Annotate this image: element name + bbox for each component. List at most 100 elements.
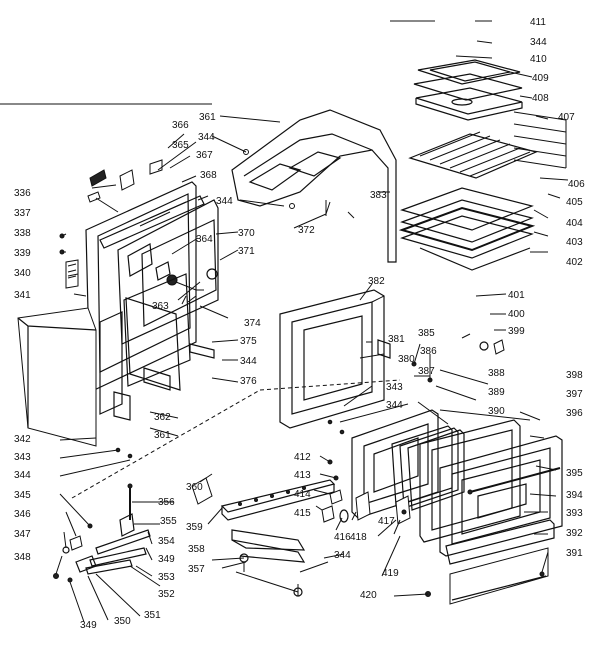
label-391: 391 [566, 548, 583, 559]
kick-panel-393 [445, 519, 555, 565]
broiler-pan-vent [451, 98, 473, 106]
label-351: 351 [144, 610, 161, 621]
label-407: 407 [558, 112, 575, 123]
broiler-pan-side [415, 98, 523, 121]
label-344: 344 [530, 37, 547, 48]
oven-door-394-glass [477, 483, 527, 519]
oven-rack-wires [419, 131, 531, 177]
label-366: 366 [172, 120, 189, 131]
screw-344-door [339, 429, 345, 435]
clip-337 [87, 191, 101, 203]
label-408: 408 [532, 93, 549, 104]
door-glass-388 [399, 427, 459, 509]
label-410: 410 [530, 54, 547, 65]
screw-349 [67, 577, 73, 583]
hinge-arm-354 [95, 529, 151, 555]
broiler-drawer-358-front [231, 539, 306, 563]
label-352: 352 [158, 589, 175, 600]
clip-414 [329, 489, 343, 505]
label-388: 388 [488, 368, 505, 379]
label-383: 383 [370, 190, 387, 201]
label-392: 392 [566, 528, 583, 539]
label-350: 350 [114, 616, 131, 627]
washer-400 [479, 341, 489, 351]
rear-panel-368 [117, 199, 219, 345]
screw-372 [347, 211, 355, 219]
label-413: 413 [294, 470, 311, 481]
clip-399 [493, 339, 505, 355]
label-370: 370 [238, 228, 255, 239]
label-412: 412 [294, 452, 311, 463]
top-panel-ridge [243, 133, 373, 177]
label-343: 343 [386, 382, 403, 393]
label-401: 401 [508, 290, 525, 301]
oven-door-394 [439, 435, 563, 557]
label-399: 399 [508, 326, 525, 337]
label-385: 385 [418, 328, 435, 339]
label-376: 376 [240, 376, 257, 387]
label-415: 415 [294, 508, 311, 519]
oven-bottom-liner [400, 199, 534, 243]
label-345: 345 [14, 490, 31, 501]
side-panel-342 [17, 307, 97, 447]
door-frame-382 [279, 289, 385, 429]
plate-350 [75, 555, 97, 573]
label-340: 340 [14, 268, 31, 279]
oven-bottom-tray [398, 206, 536, 252]
roller-416 [339, 509, 349, 523]
door-handle-395 [469, 467, 561, 493]
label-341: 341 [14, 290, 31, 301]
label-344: 344 [14, 470, 31, 481]
label-349: 349 [158, 554, 175, 565]
bracket-362 [113, 391, 131, 421]
panel-376 [143, 367, 171, 391]
label-414: 414 [294, 489, 311, 500]
clip-372 [325, 200, 331, 216]
rear-panel-368-inner [141, 219, 217, 327]
label-382: 382 [368, 276, 385, 287]
label-359: 359 [186, 522, 203, 533]
component-364 [127, 243, 153, 277]
component-363 [177, 281, 201, 305]
label-338: 338 [14, 228, 31, 239]
oven-door-394-window [461, 459, 541, 535]
side-bracket [99, 311, 123, 415]
clip-375 [189, 343, 215, 359]
insulation-374 [123, 273, 191, 387]
oven-door-394-frame [451, 447, 551, 545]
left-side-assembly [17, 159, 401, 499]
label-344: 344 [198, 132, 215, 143]
broiler-grid [417, 59, 521, 85]
label-342: 342 [14, 434, 31, 445]
label-343: 343 [14, 452, 31, 463]
label-355: 355 [160, 516, 177, 527]
label-375: 375 [240, 336, 257, 347]
label-353: 353 [158, 572, 175, 583]
label-347: 347 [14, 529, 31, 540]
label-417: 417 [378, 516, 395, 527]
door-handle-end [467, 489, 473, 495]
component-370 [155, 261, 171, 281]
side-panel-341-inner [97, 193, 191, 373]
label-354: 354 [158, 536, 175, 547]
screw-344-left [127, 453, 133, 459]
label-346: 346 [14, 509, 31, 520]
nameplate-340 [65, 259, 79, 289]
label-398: 398 [566, 370, 583, 381]
label-357: 357 [188, 564, 205, 575]
screw-401 [461, 333, 471, 339]
label-344: 344 [216, 196, 233, 207]
label-374: 374 [244, 318, 261, 329]
storage-drawer-391 [449, 547, 549, 605]
leader-lines [55, 20, 569, 623]
door-glass-387 [407, 429, 465, 511]
label-361: 361 [154, 430, 171, 441]
label-387: 387 [418, 366, 435, 377]
screw-419-lead [393, 519, 401, 535]
top-panel-assembly [231, 109, 397, 263]
door-frame-382-hinge [371, 295, 385, 303]
broiler-drawer-358 [231, 529, 306, 551]
screw-343-door [327, 419, 333, 425]
part-number-labels: 411 344 410 409 408 407 406 405 404 403 … [14, 17, 585, 631]
